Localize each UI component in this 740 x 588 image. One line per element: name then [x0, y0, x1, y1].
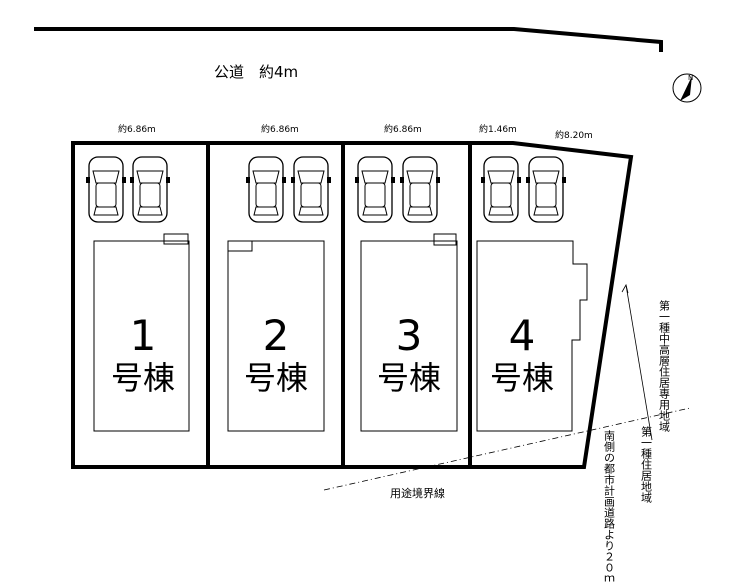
- planned-road-label: 南側の都市計画道路より２０ｍ: [603, 430, 616, 584]
- distance-arrow: [621, 283, 653, 441]
- building-footprint-4: [476, 240, 588, 432]
- svg-text:号棟: 号棟: [377, 359, 441, 397]
- lot-1-label: 1 号棟: [111, 311, 175, 397]
- svg-text:2: 2: [263, 311, 290, 360]
- building-footprint-2: [227, 240, 325, 432]
- svg-text:4: 4: [509, 311, 536, 360]
- road-edge-line: [34, 27, 663, 52]
- zone-lower-label: 第一種住居地域: [640, 425, 653, 503]
- svg-text:号棟: 号棟: [490, 359, 554, 397]
- north-arrow-icon: N: [672, 73, 702, 103]
- svg-text:号棟: 号棟: [111, 359, 175, 397]
- car-icon: [290, 156, 332, 223]
- lot-4-outline: [468, 141, 634, 469]
- car-icon: [129, 156, 171, 223]
- boundary-line-label: 用途境界線: [390, 486, 445, 500]
- zoning-boundary-line: [323, 407, 691, 491]
- car-icon: [245, 156, 287, 223]
- car-icon: [525, 156, 567, 223]
- frontage-label-2: 約6.86m: [261, 123, 299, 135]
- svg-text:3: 3: [396, 311, 423, 360]
- car-icon: [85, 156, 127, 223]
- building-footprint-1: [93, 233, 190, 432]
- svg-text:号棟: 号棟: [244, 359, 308, 397]
- car-icon: [354, 156, 396, 223]
- frontage-label-1: 約6.86m: [118, 123, 156, 135]
- svg-text:N: N: [688, 74, 693, 82]
- frontage-label-4: 約1.46m: [479, 123, 517, 135]
- frontage-label-3: 約6.86m: [384, 123, 422, 135]
- lot-2-label: 2 号棟: [244, 311, 308, 397]
- lot-4-label: 4 号棟: [490, 311, 554, 397]
- lot-3-label: 3 号棟: [377, 311, 441, 397]
- road-label: 公道 約4m: [214, 63, 298, 81]
- building-footprint-3: [360, 233, 458, 432]
- frontage-label-5: 約8.20m: [555, 129, 593, 141]
- car-icon: [480, 156, 522, 223]
- car-icon: [399, 156, 441, 223]
- zone-upper-label: 第一種中高層住居専用地域: [658, 299, 671, 432]
- svg-text:1: 1: [130, 311, 157, 360]
